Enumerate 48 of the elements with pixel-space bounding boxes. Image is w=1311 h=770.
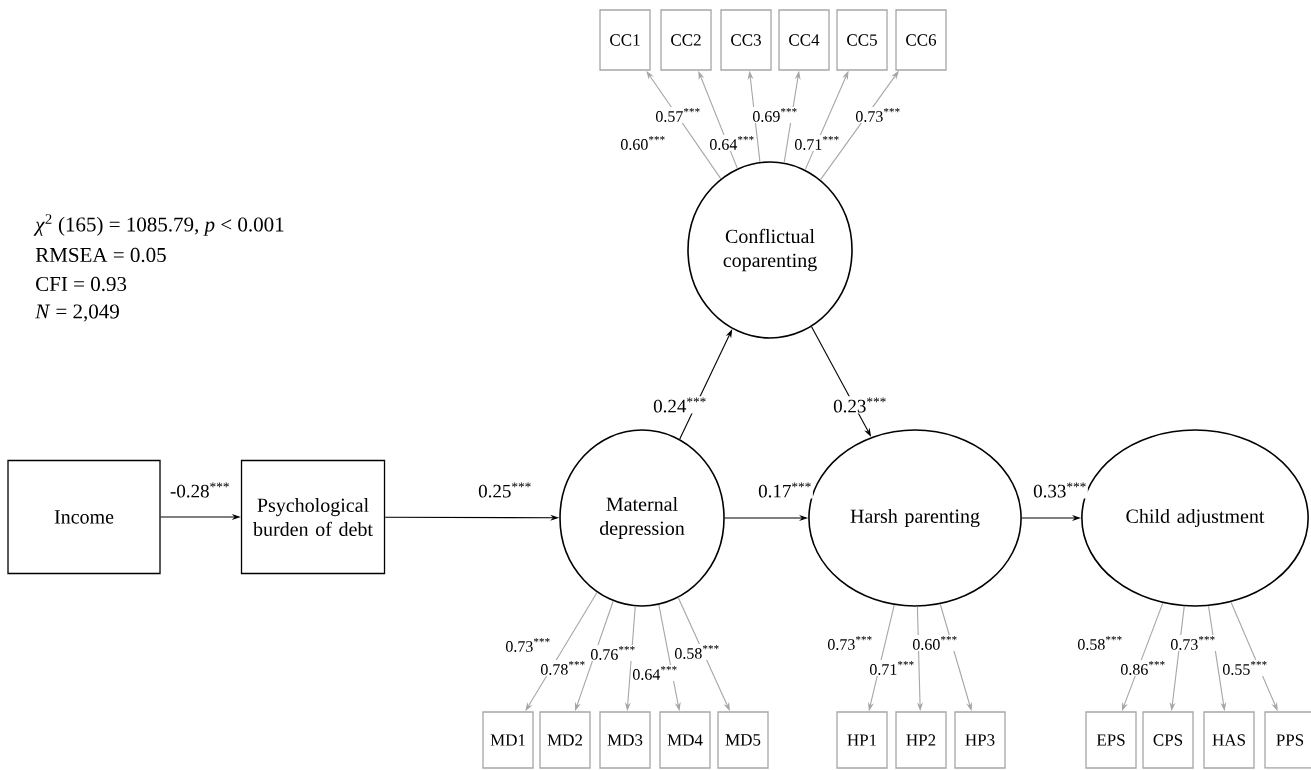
indicator-box: MD4 — [659, 711, 711, 769]
edge-label: 0.17$^{***}$ — [757, 481, 813, 499]
edge-label: 0.60$^{***}$ — [911, 635, 959, 651]
edge-label: 0.73$^{***}$ — [504, 637, 552, 653]
fit-statistic: RMSEA = 0.05 — [35, 247, 166, 263]
edge-label: 0.58$^{***}$ — [673, 644, 721, 660]
indicator-box: HP2 — [895, 711, 947, 769]
edge-label: 0.57$^{***}$ — [654, 107, 702, 123]
edge-label: 0.78$^{***}$ — [539, 660, 587, 676]
edge-label: 0.73$^{***}$ — [854, 107, 902, 123]
edge-label: 0.23$^{***}$ — [832, 396, 888, 414]
indicator-box: CC3 — [720, 9, 772, 71]
edge-label: 0.33$^{***}$ — [1032, 481, 1088, 499]
edge-label: 0.25$^{***}$ — [477, 481, 533, 499]
indicator-box: HP3 — [954, 711, 1006, 769]
edge-label: 0.55$^{***}$ — [1221, 660, 1269, 676]
variable-box: Psychological burden of debt — [240, 459, 386, 575]
fit-statistic: CFI = 0.93 — [36, 276, 127, 292]
indicator-box: CC4 — [778, 9, 830, 71]
indicator-box: EPS — [1085, 711, 1137, 769]
indicator-box: CPS — [1142, 711, 1194, 769]
edge-label: 0.71$^{***}$ — [868, 660, 916, 676]
indicator-box: HAS — [1203, 711, 1255, 769]
indicator-box: CC5 — [836, 9, 888, 71]
edge-label: 0.60$^{***}$ — [619, 135, 667, 151]
edge-label: 0.73$^{***}$ — [826, 635, 874, 651]
edge-label: 0.69$^{***}$ — [751, 107, 799, 123]
indicator-box: PPS — [1264, 711, 1311, 769]
edge-label: 0.64$^{***}$ — [631, 665, 679, 681]
indicator-box: MD3 — [599, 711, 651, 769]
indicator-box: MD5 — [717, 711, 769, 769]
edge-label: 0.64$^{***}$ — [708, 135, 756, 151]
fit-statistic: N = 2,049 — [35, 304, 119, 322]
indicator-box: MD2 — [539, 711, 591, 769]
indicator-box: CC6 — [895, 9, 947, 71]
edge-label: 0.76$^{***}$ — [589, 645, 637, 661]
variable-box: Income — [7, 459, 161, 575]
edge-label: 0.24$^{***}$ — [652, 396, 708, 414]
indicator-box: CC1 — [599, 9, 651, 71]
edge-label: -0.28$^{***}$ — [169, 481, 231, 499]
edge-label: 0.58$^{***}$ — [1076, 635, 1124, 651]
indicator-box: MD1 — [482, 711, 534, 769]
edge-label: 0.71$^{***}$ — [793, 135, 841, 151]
indicator-box: HP1 — [836, 711, 888, 769]
indicator-box: CC2 — [660, 9, 712, 71]
edge-label: 0.86$^{***}$ — [1119, 660, 1167, 676]
edge-label: 0.73$^{***}$ — [1169, 635, 1217, 651]
fit-statistic: χ$^{2}$ (165) = 1085.79, p < 0.001 — [33, 214, 284, 236]
